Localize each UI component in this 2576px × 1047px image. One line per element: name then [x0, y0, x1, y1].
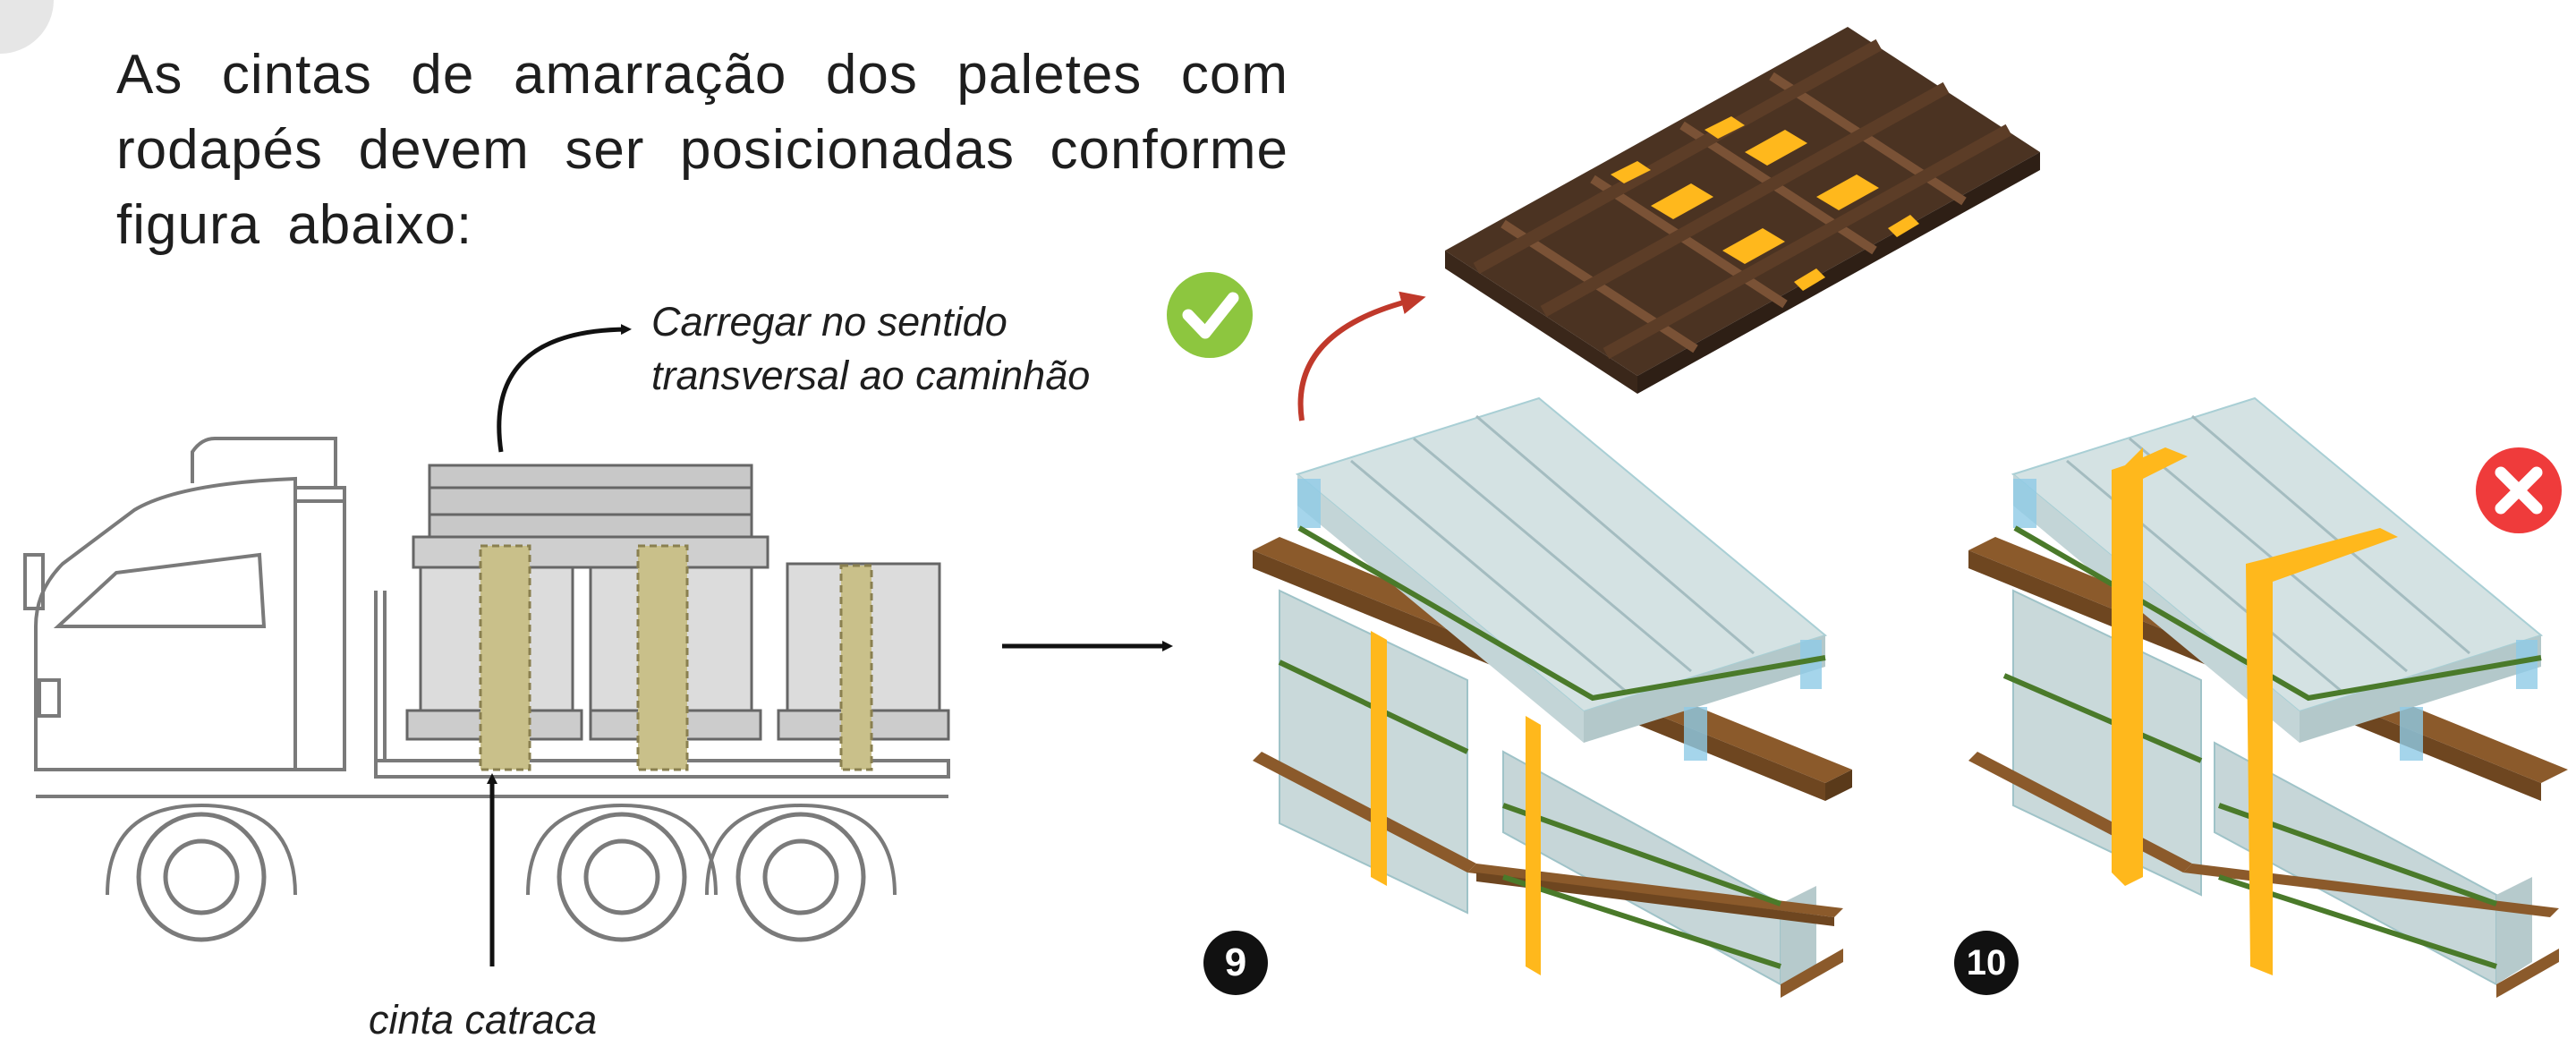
- incorrect-strap-2: [2246, 528, 2398, 975]
- intro-text: As cintas de amarração dos paletes com r…: [116, 44, 1288, 256]
- package-stack-correct: [1253, 396, 1852, 998]
- load-direction-arrow: [497, 324, 632, 453]
- truck-cab: [34, 476, 297, 771]
- rear-wheel-arch-2: [705, 803, 897, 896]
- rear-wheel-arch-1: [526, 803, 718, 896]
- top-pallet-strap-markers: [1611, 116, 1919, 291]
- ratchet-strap-label: cinta catraca: [369, 997, 598, 1043]
- truck-windshield: [53, 552, 267, 628]
- truck-headlight: [38, 678, 61, 718]
- wheel-rear-1: [557, 812, 687, 942]
- correct-strap-1: [1371, 631, 1387, 886]
- load-direction-label: Carregar no sentido transversal ao camin…: [651, 295, 1090, 403]
- truck-wheels: [136, 812, 866, 942]
- wheel-rear-2: [735, 812, 866, 942]
- ratchet-strap-3: [839, 564, 873, 771]
- truck-drawing: [23, 437, 950, 896]
- step-badge-9: 9: [1203, 931, 1268, 995]
- correct-strap-2: [1526, 716, 1541, 975]
- correct-check-icon: [1167, 272, 1253, 358]
- incorrect-x-icon: [2476, 447, 2562, 533]
- package-stack-incorrect: [1968, 396, 2568, 998]
- incorrect-strap-1-top: [2125, 447, 2188, 479]
- ratchet-strap-2: [636, 544, 689, 771]
- front-wheel-arch: [106, 803, 297, 896]
- ratchet-strap-1: [479, 544, 531, 771]
- step-badge-10: 10: [1954, 931, 2019, 995]
- top-pallet: [1445, 27, 2040, 394]
- truck-mirror: [23, 553, 45, 610]
- load-direction-label-line1: Carregar no sentido: [651, 299, 1007, 345]
- truck-rear-cab: [293, 486, 346, 771]
- incorrect-strap-1: [2112, 447, 2143, 886]
- cargo-top-pallet: [428, 464, 753, 539]
- ratchet-straps: [479, 544, 873, 771]
- pallet-flip-arrow: [1297, 291, 1426, 421]
- truck-cab-roof: [191, 437, 337, 488]
- wheel-front: [136, 812, 267, 942]
- load-direction-label-line2: transversal ao caminhão: [651, 353, 1091, 398]
